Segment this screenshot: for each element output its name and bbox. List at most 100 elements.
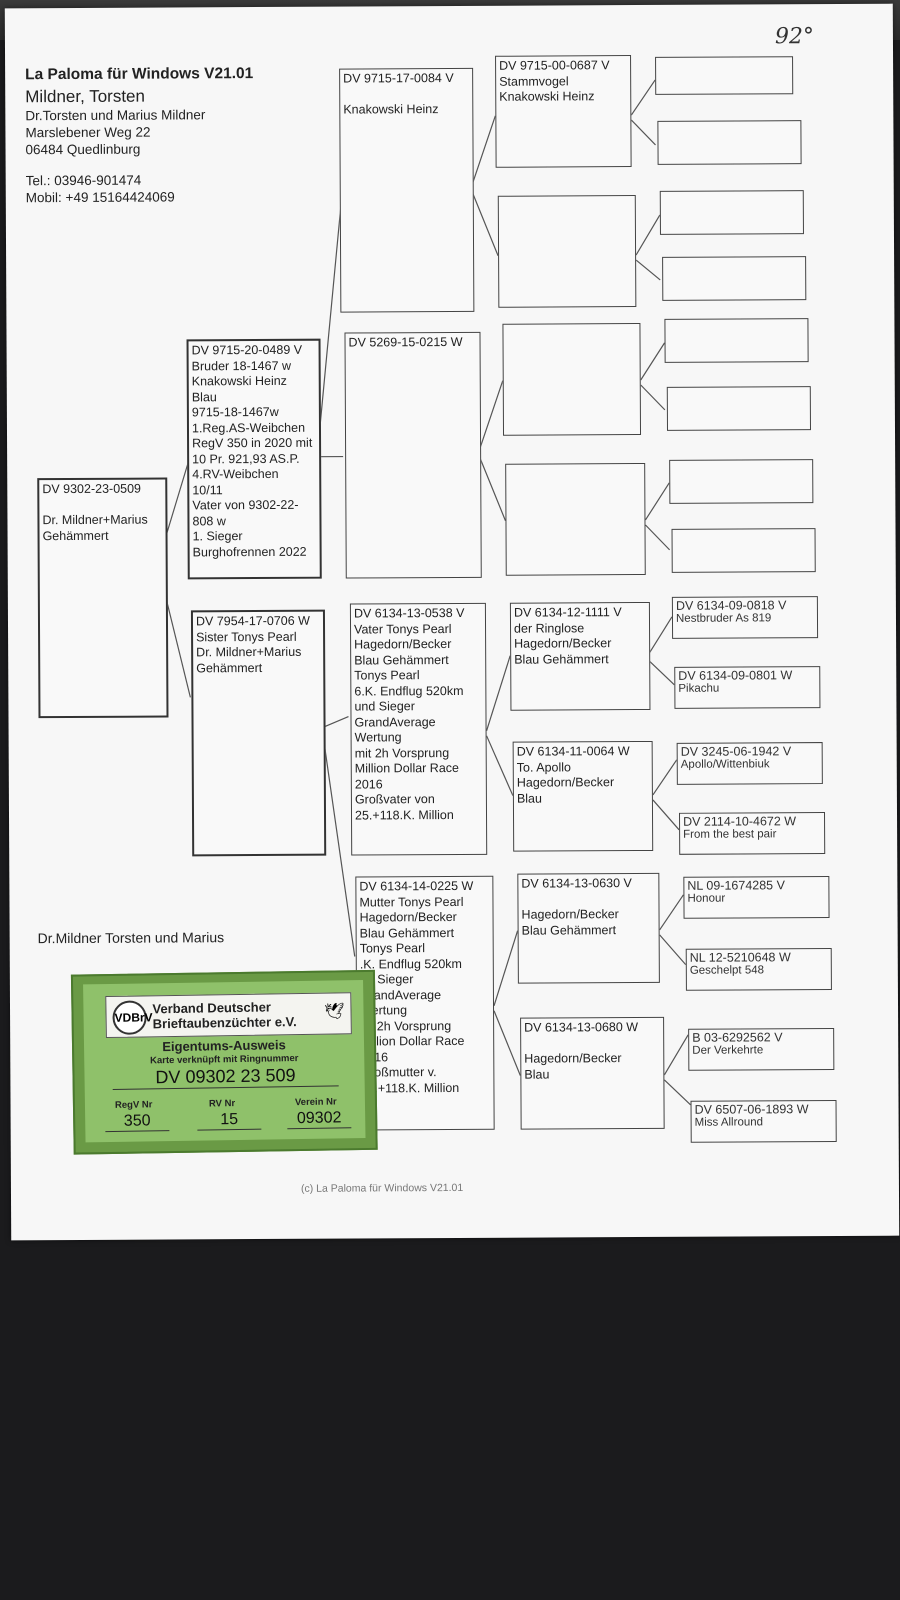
- pedigree-text: nd Sieger: [359, 972, 414, 987]
- pedigree-text: 4.RV-Weibchen: [192, 466, 279, 482]
- pigeon-great-grandparent: DV 6134-13-0680 W Hagedorn/Becker Blau: [520, 1016, 665, 1130]
- ring-number: DV 6134-13-0680 W: [524, 1020, 639, 1035]
- pedigree-text: Dr. Mildner+Marius: [42, 512, 148, 528]
- pedigree-text: 1.Reg.AS-Weibchen: [191, 420, 306, 435]
- pedigree-text: Großvater von: [354, 792, 435, 807]
- pedigree-text: Knakowski Heinz: [191, 373, 287, 389]
- pedigree-text: From the best pair: [683, 828, 777, 841]
- pedigree-text: GrandAverage: [359, 987, 442, 1002]
- pedigree-text: Miss Allround: [694, 1116, 764, 1129]
- pigeon-great-grandparent: DV 6134-13-0630 V Hagedorn/Becker Blau G…: [517, 872, 660, 984]
- pedigree-text: 9715-18-1467w: [191, 404, 279, 420]
- pedigree-text: Blau: [524, 1066, 550, 1082]
- ring-number: DV 6134-14-0225 W: [359, 878, 474, 894]
- pigeon-gg-grandparent: [657, 120, 802, 165]
- pedigree-text: Großmutter v.: [360, 1065, 437, 1080]
- pedigree-text: Blau Gehämmert: [521, 922, 617, 938]
- pigeon-subject: DV 9302-23-0509 Dr. Mildner+Marius Gehäm…: [37, 477, 169, 719]
- pedigree-text: und Sieger: [354, 699, 415, 714]
- pigeon-gg-grandparent: [664, 318, 809, 363]
- pigeon-granddam-paternal: DV 5269-15-0215 W: [344, 331, 482, 579]
- pedigree-text: Million Dollar Race: [354, 760, 460, 776]
- ring-number: DV 2114-10-4672 W: [683, 814, 797, 829]
- card-header: VDBrV Verband Deutscher Brieftaubenzücht…: [105, 992, 352, 1039]
- pigeon-great-grandparent: DV 9715-00-0687 V Stammvogel Knakowski H…: [495, 55, 632, 168]
- pedigree-text: Gehämmert: [196, 660, 263, 675]
- ring-number: NL 12-5210648 W: [689, 950, 791, 965]
- ring-number: DV 6134-13-0538 V: [353, 605, 465, 621]
- pedigree-text: 2016: [354, 776, 383, 792]
- pigeon-grandsire-maternal: DV 6134-13-0538 V Vater Tonys Pearl Hage…: [349, 602, 488, 856]
- card-ring-number: DV 09302 23 509: [112, 1064, 339, 1090]
- pedigree-text: der Ringlose: [513, 620, 585, 636]
- pedigree-text: Blau: [516, 791, 542, 806]
- pigeon-gg-grandparent: [655, 56, 794, 95]
- pedigree-text: Hagedorn/Becker: [514, 636, 612, 651]
- pedigree-text: Wertung: [359, 1003, 408, 1018]
- pedigree-text: Gehämmert: [42, 528, 109, 543]
- pigeon-icon: 🕊: [324, 1003, 345, 1021]
- pedigree-text: mit 2h Vorsprung: [354, 745, 450, 761]
- pedigree-text: Hagedorn/Becker: [354, 637, 452, 652]
- pedigree-text: GrandAverage: [354, 714, 436, 730]
- pedigree-text: 25.+118.K. Million: [360, 1080, 460, 1095]
- ring-number: DV 9302-23-0509: [42, 481, 142, 497]
- pedigree-text: To. Apollo: [516, 759, 572, 775]
- pedigree-text: Burghofrennen 2022: [192, 544, 307, 559]
- ring-number: DV 6134-12-1111 V: [513, 605, 622, 620]
- pedigree-text: Hagedorn/Becker: [521, 907, 619, 922]
- pedigree-text: Blau Gehämmert: [354, 652, 449, 668]
- ring-number: DV 7954-17-0706 W: [195, 613, 310, 629]
- pigeon-father: DV 9715-20-0489 V Bruder 18-1467 w Knako…: [186, 338, 322, 580]
- pedigree-text: Stammvogel: [499, 73, 569, 89]
- ring-number: DV 3245-06-1942 V: [680, 744, 792, 759]
- org-line: Brieftaubenzüchter e.V.: [152, 1014, 297, 1032]
- ring-number: DV 6134-13-0630 V: [521, 876, 632, 891]
- verein-label: Verein Nr: [294, 1096, 337, 1109]
- pedigree-text: RegV 350 in 2020 mit: [192, 435, 313, 451]
- pedigree-text: [42, 497, 162, 513]
- pedigree-text: Nestbruder As 819: [675, 612, 772, 625]
- ring-number: DV 9715-00-0687 V: [499, 58, 610, 73]
- pigeon-grandsire-paternal: DV 9715-17-0084 V Knakowski Heinz: [339, 67, 475, 313]
- pedigree-text: Honour: [687, 892, 726, 905]
- pedigree-text: Tonys Pearl: [354, 668, 420, 683]
- rv-value: 15: [197, 1110, 262, 1131]
- pedigree-text: Knakowski Heinz: [343, 102, 439, 117]
- pedigree-text: [343, 86, 469, 102]
- pigeon-great-grandparent: DV 6134-12-1111 V der Ringlose Hagedorn/…: [509, 601, 651, 711]
- pedigree-text: Vater Tonys Pearl: [353, 621, 452, 637]
- ring-number: DV 5269-15-0215 W: [348, 334, 463, 350]
- pedigree-text: 10/11: [192, 482, 223, 497]
- ownership-card: VDBrV Verband Deutscher Brieftaubenzücht…: [70, 969, 378, 1155]
- ring-number: B 03-6292562 V: [692, 1030, 783, 1045]
- pigeon-great-grandparent: [497, 195, 637, 308]
- pedigree-text: Hagedorn/Becker: [359, 909, 457, 925]
- pedigree-text: Blau Gehämmert: [514, 651, 609, 667]
- pedigree-text: Knakowski Heinz: [499, 89, 595, 104]
- footer-copyright: (c) La Paloma für Windows V21.01: [300, 1181, 464, 1195]
- pigeon-gg-grandparent: [662, 256, 807, 301]
- pedigree-text: Bruder 18-1467 w: [191, 358, 292, 373]
- pedigree-text: Hagedorn/Becker: [524, 1051, 622, 1066]
- pigeon-gg-grandparent: [666, 386, 812, 431]
- ring-number: DV 6134-09-0801 W: [678, 668, 793, 683]
- pigeon-gg-grandparent: NL 12-5210648 W Geschelpt 548: [685, 948, 832, 991]
- pigeon-gg-grandparent: [659, 190, 804, 235]
- ring-number: DV 6134-09-0818 V: [675, 598, 787, 613]
- pedigree-text: Hagedorn/Becker: [516, 775, 615, 790]
- association-logo-icon: VDBrV: [112, 1000, 153, 1035]
- pedigree-text: Der Verkehrte: [692, 1044, 764, 1057]
- pigeon-mother: DV 7954-17-0706 W Sister Tonys Pearl Dr.…: [190, 609, 327, 857]
- pigeon-great-grandparent: DV 6134-11-0064 W To. Apollo Hagedorn/Be…: [512, 740, 654, 852]
- pedigree-text: nit 2h Vorsprung: [360, 1018, 452, 1033]
- pedigree-text: Vater von 9302-22-: [192, 497, 299, 513]
- pedigree-text: Pikachu: [678, 682, 720, 695]
- pedigree-text: Blau: [191, 389, 217, 404]
- pedigree-text: [521, 891, 655, 907]
- pedigree-sheet: 92° La Paloma für Windows V21.01 Mildner…: [4, 3, 900, 1241]
- pedigree-text: Dr. Mildner+Marius: [196, 644, 302, 660]
- pigeon-gg-grandparent: B 03-6292562 V Der Verkehrte: [688, 1028, 835, 1071]
- ring-number: DV 6507-06-1893 W: [694, 1102, 809, 1117]
- pedigree-text: 2016: [360, 1049, 490, 1065]
